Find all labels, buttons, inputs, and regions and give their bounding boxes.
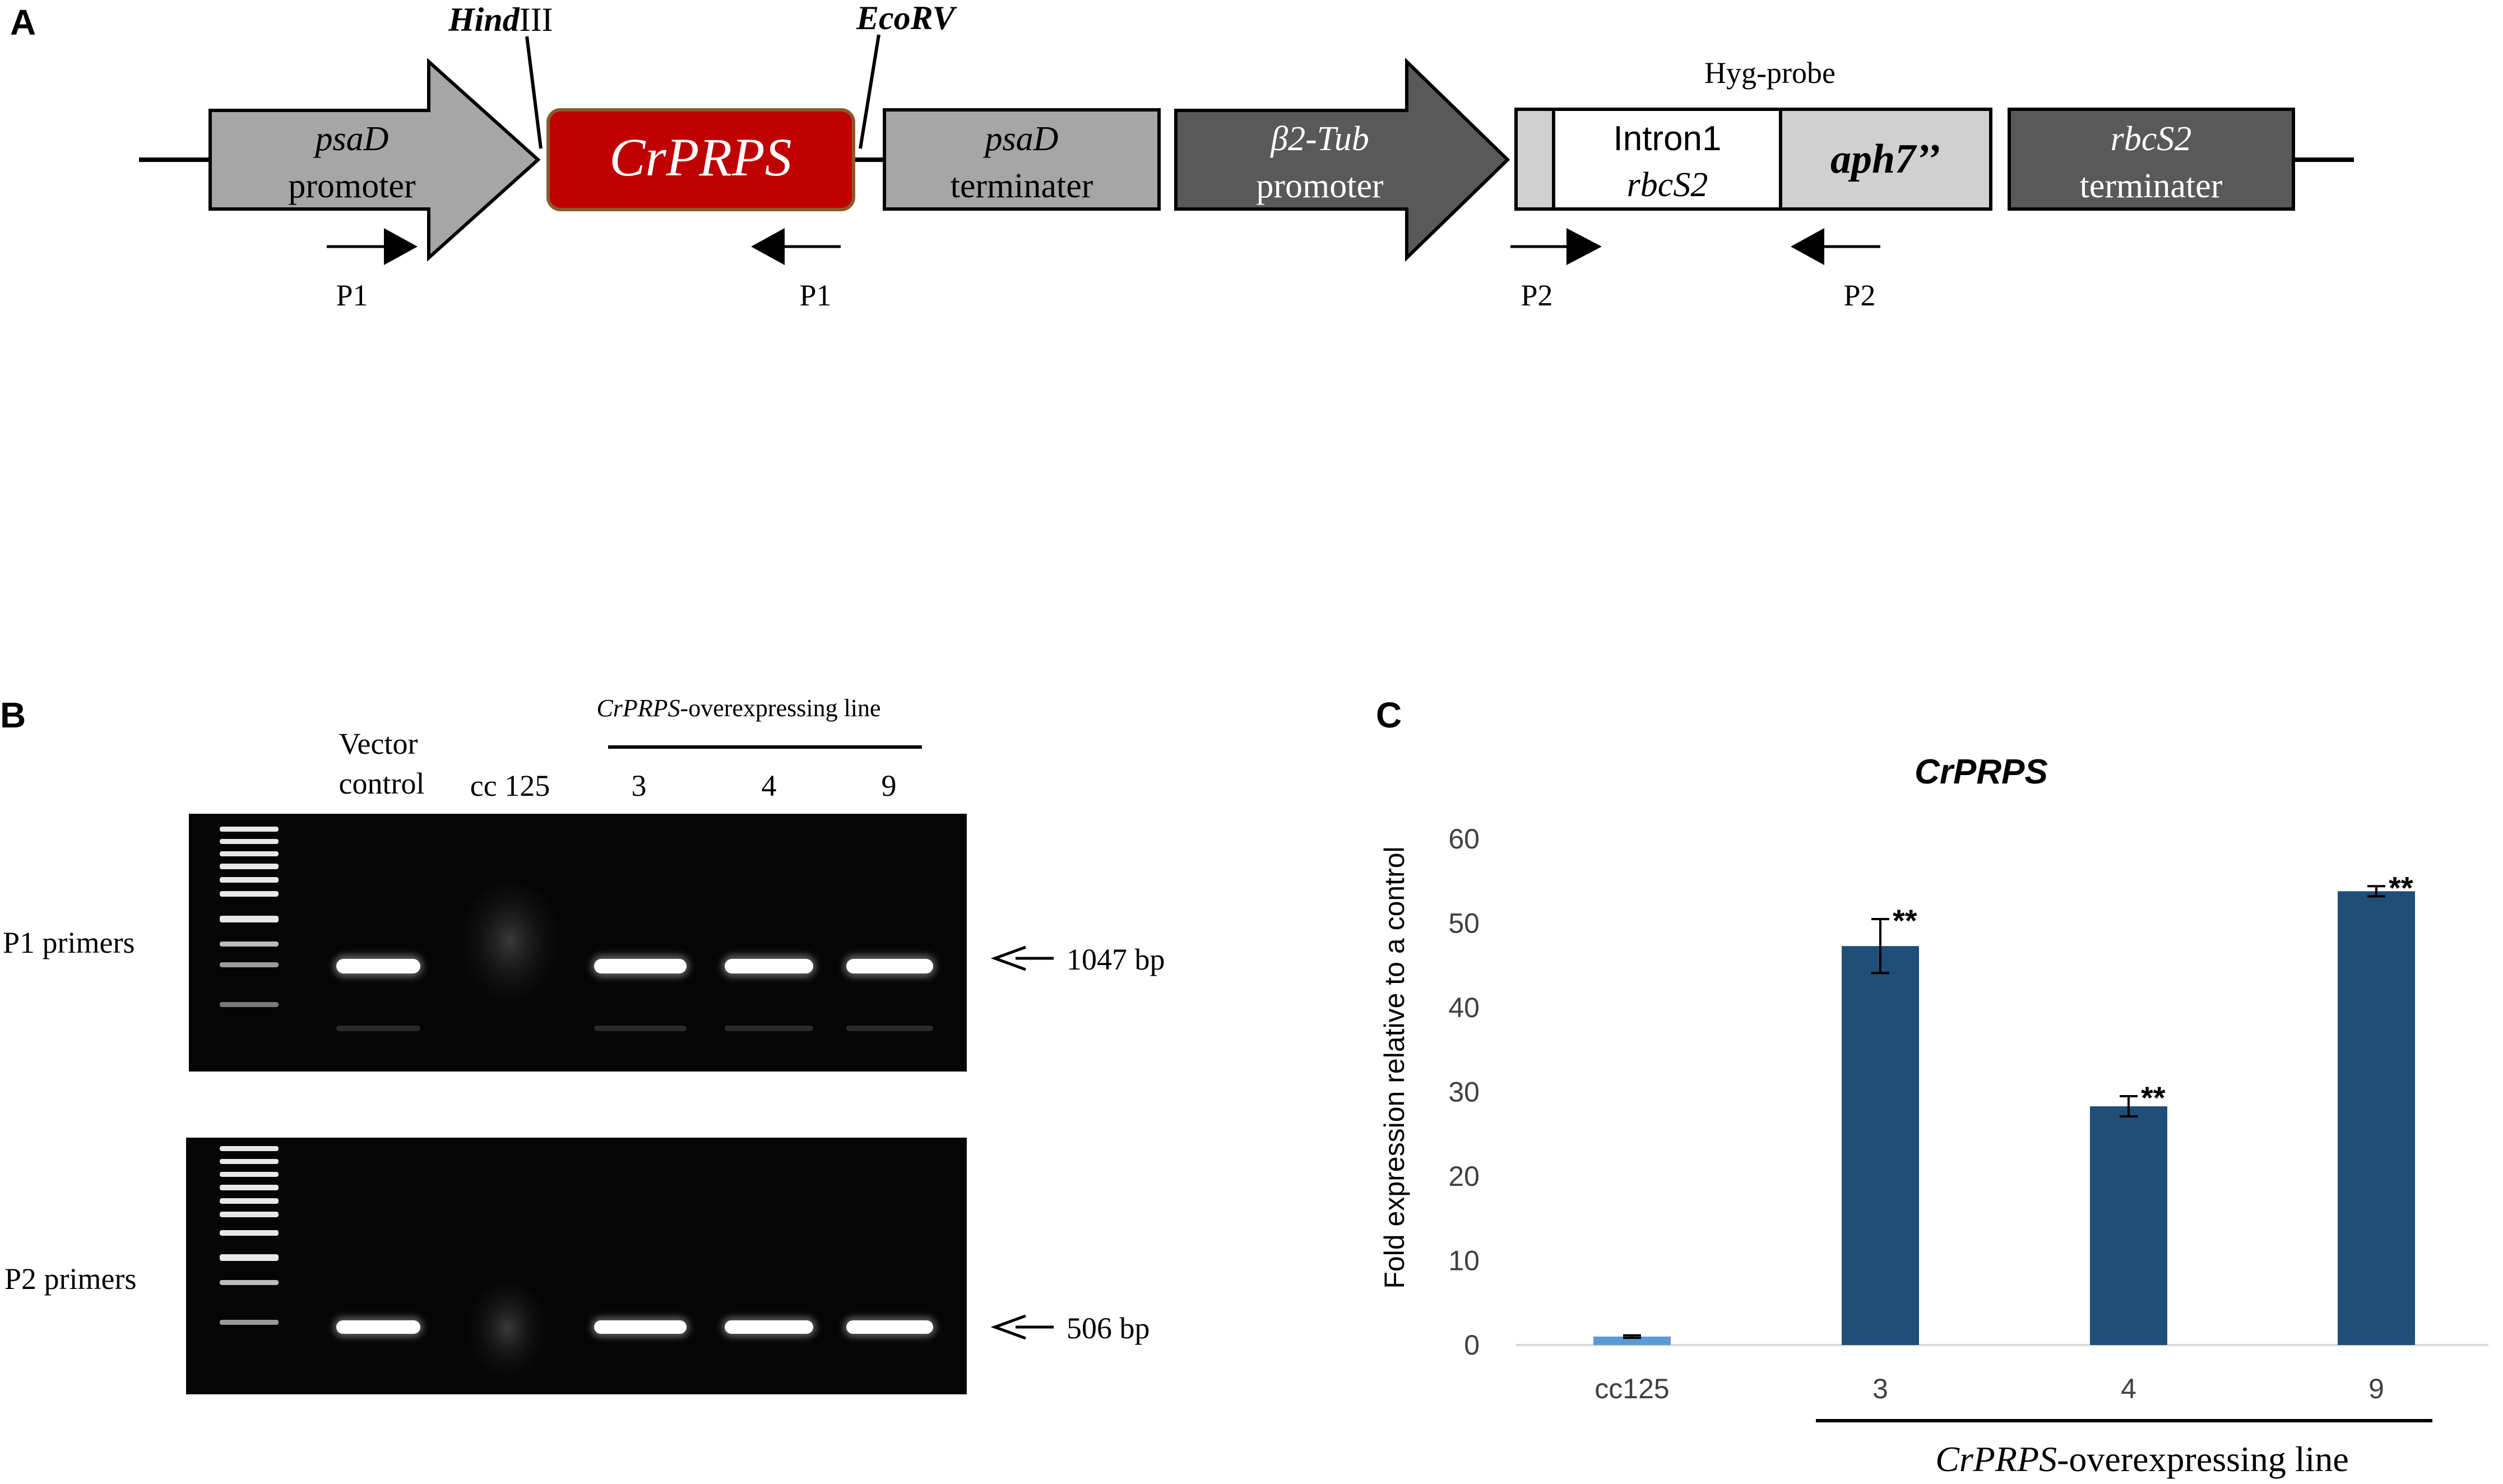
b2tub-promoter-arrow <box>1174 57 1510 262</box>
psad-terminater-gene: psaD <box>983 120 1059 158</box>
intron1-label: Intron1 <box>1613 119 1721 158</box>
bar-3 <box>1842 946 1919 1345</box>
band-size-1047: 1047 bp <box>1067 943 1165 976</box>
psad-terminater-label: terminater <box>951 167 1093 205</box>
y-tick-label: 20 <box>1448 1161 1480 1192</box>
primer-p2-reverse-head <box>1791 228 1824 265</box>
y-tick-label: 40 <box>1448 992 1480 1023</box>
panel-b-label: B <box>0 695 26 735</box>
band-size-markers: 1047 bp 506 bp <box>990 943 1165 1345</box>
group-label: CrPRPS-overexpressing line <box>1935 1439 2349 1479</box>
hyg-probe-label: Hyg-probe <box>1704 56 1835 90</box>
lane-4: 4 <box>762 769 777 803</box>
bars <box>1593 891 2415 1345</box>
significance-marks: ** ** ** <box>1893 870 2413 1115</box>
significance-4: ** <box>2141 1080 2166 1115</box>
ecorv-site-line <box>859 34 880 149</box>
y-tick-label: 50 <box>1448 908 1480 939</box>
error-bar-9 <box>2367 885 2385 898</box>
ladder-p1 <box>220 827 279 1007</box>
hyg-exon-box <box>1514 108 1555 211</box>
y-tick-label: 60 <box>1448 823 1480 855</box>
significance-9: ** <box>2389 870 2413 905</box>
y-tick-label: 10 <box>1448 1245 1480 1277</box>
primer-p1-forward-head <box>384 228 418 265</box>
chart-title: CrPRPS <box>1915 753 2048 791</box>
lane-vector-control-line2: control <box>339 767 425 800</box>
y-tick-labels: 0 10 20 30 40 50 60 <box>1448 823 1480 1361</box>
gel-p1-background <box>189 814 967 1072</box>
gel-p2 <box>186 1138 967 1395</box>
row-label-p1: P1 primers <box>3 926 135 959</box>
error-bars <box>1623 885 2385 1339</box>
y-tick-label: 30 <box>1448 1077 1480 1108</box>
row-label-p2: P2 primers <box>4 1262 137 1296</box>
overexpressing-header: CrPRPS-overexpressing line <box>596 694 880 722</box>
intron1-rbcs2-label: rbcS2 <box>1627 166 1708 204</box>
band-p2-4 <box>725 1320 813 1334</box>
lane-3: 3 <box>632 769 647 803</box>
band-p1-3 <box>594 959 687 973</box>
psad-promoter-label: promoter <box>288 167 416 205</box>
aph7-label: aph7’’ <box>1830 136 1940 182</box>
gel-header: CrPRPS-overexpressing line Vector contro… <box>339 694 922 803</box>
hindiii-site-label: HindIII <box>448 1 553 38</box>
b2tub-promoter-gene: β2-Tub <box>1270 120 1369 158</box>
band-p1-9 <box>846 959 933 973</box>
x-tick-label-cc125: cc125 <box>1594 1373 1669 1404</box>
x-tick-label-9: 9 <box>2368 1373 2384 1404</box>
gel-p2-background <box>186 1138 967 1394</box>
bar-cc125 <box>1593 1336 1671 1345</box>
cc125-smear <box>462 1283 552 1395</box>
primer-p2-reverse-label: P2 <box>1843 279 1875 312</box>
bar-chart: CrPRPS Fold expression relative to a con… <box>1379 753 2488 1479</box>
primer-p2-forward-label: P2 <box>1521 279 1552 312</box>
panel-c-label: C <box>1376 695 1402 735</box>
error-bar-3 <box>1871 917 1889 975</box>
band-size-506: 506 bp <box>1067 1311 1150 1345</box>
rbcs2-terminater-label: terminater <box>2080 167 2223 205</box>
x-tick-label-4: 4 <box>2121 1373 2136 1404</box>
band-p2-3 <box>594 1320 687 1334</box>
bands-p2 <box>333 1317 936 1337</box>
x-tick-labels: cc125 3 4 9 <box>1594 1373 2384 1404</box>
error-bar-cc125 <box>1623 1334 1641 1339</box>
y-axis-label: Fold expression relative to a control <box>1379 846 1410 1288</box>
primer-p1-reverse-label: P1 <box>799 279 831 312</box>
x-tick-label-3: 3 <box>1872 1373 1888 1404</box>
primer-p1-forward-label: P1 <box>336 279 368 312</box>
construct-map: psaD promoter HindIII EcoRV CrPRPS psaD … <box>139 0 2354 312</box>
lane-vector-control-line1: Vector <box>339 727 418 760</box>
band-p2-vector <box>336 1320 420 1334</box>
b2tub-promoter-label: promoter <box>1256 167 1384 205</box>
ladder-p2 <box>220 1146 279 1325</box>
bar-9 <box>2338 891 2415 1345</box>
rbcs2-terminater-box <box>2008 108 2295 211</box>
panel-a-label: A <box>10 2 36 43</box>
rbcs2-terminater-gene: rbcS2 <box>2111 120 2192 158</box>
band-p1-vector <box>336 959 420 973</box>
aph7-box <box>1779 108 1992 211</box>
y-tick-label: 0 <box>1464 1329 1480 1361</box>
crprps-box <box>546 108 855 211</box>
bar-4 <box>2090 1106 2167 1345</box>
hindiii-site-line <box>525 36 543 149</box>
psad-promoter-arrow <box>208 58 541 262</box>
psad-terminater-box <box>883 108 1161 211</box>
primer-p1-reverse-head <box>751 228 785 265</box>
psad-promoter-gene: psaD <box>313 120 389 158</box>
band-p1-4 <box>725 959 813 973</box>
band-p2-9 <box>846 1320 933 1334</box>
primer-p2-forward-head <box>1566 228 1602 265</box>
crprps-box-label: CrPRPS <box>609 127 791 187</box>
ecorv-site-label: EcoRV <box>856 0 958 36</box>
cc125-smear <box>454 883 566 1028</box>
lane-cc125: cc 125 <box>470 769 550 803</box>
lane-9: 9 <box>882 769 897 803</box>
error-bar-4 <box>2120 1095 2138 1118</box>
bands-p1 <box>333 955 936 1031</box>
significance-3: ** <box>1893 903 1917 938</box>
gel-p1 <box>189 814 967 1072</box>
